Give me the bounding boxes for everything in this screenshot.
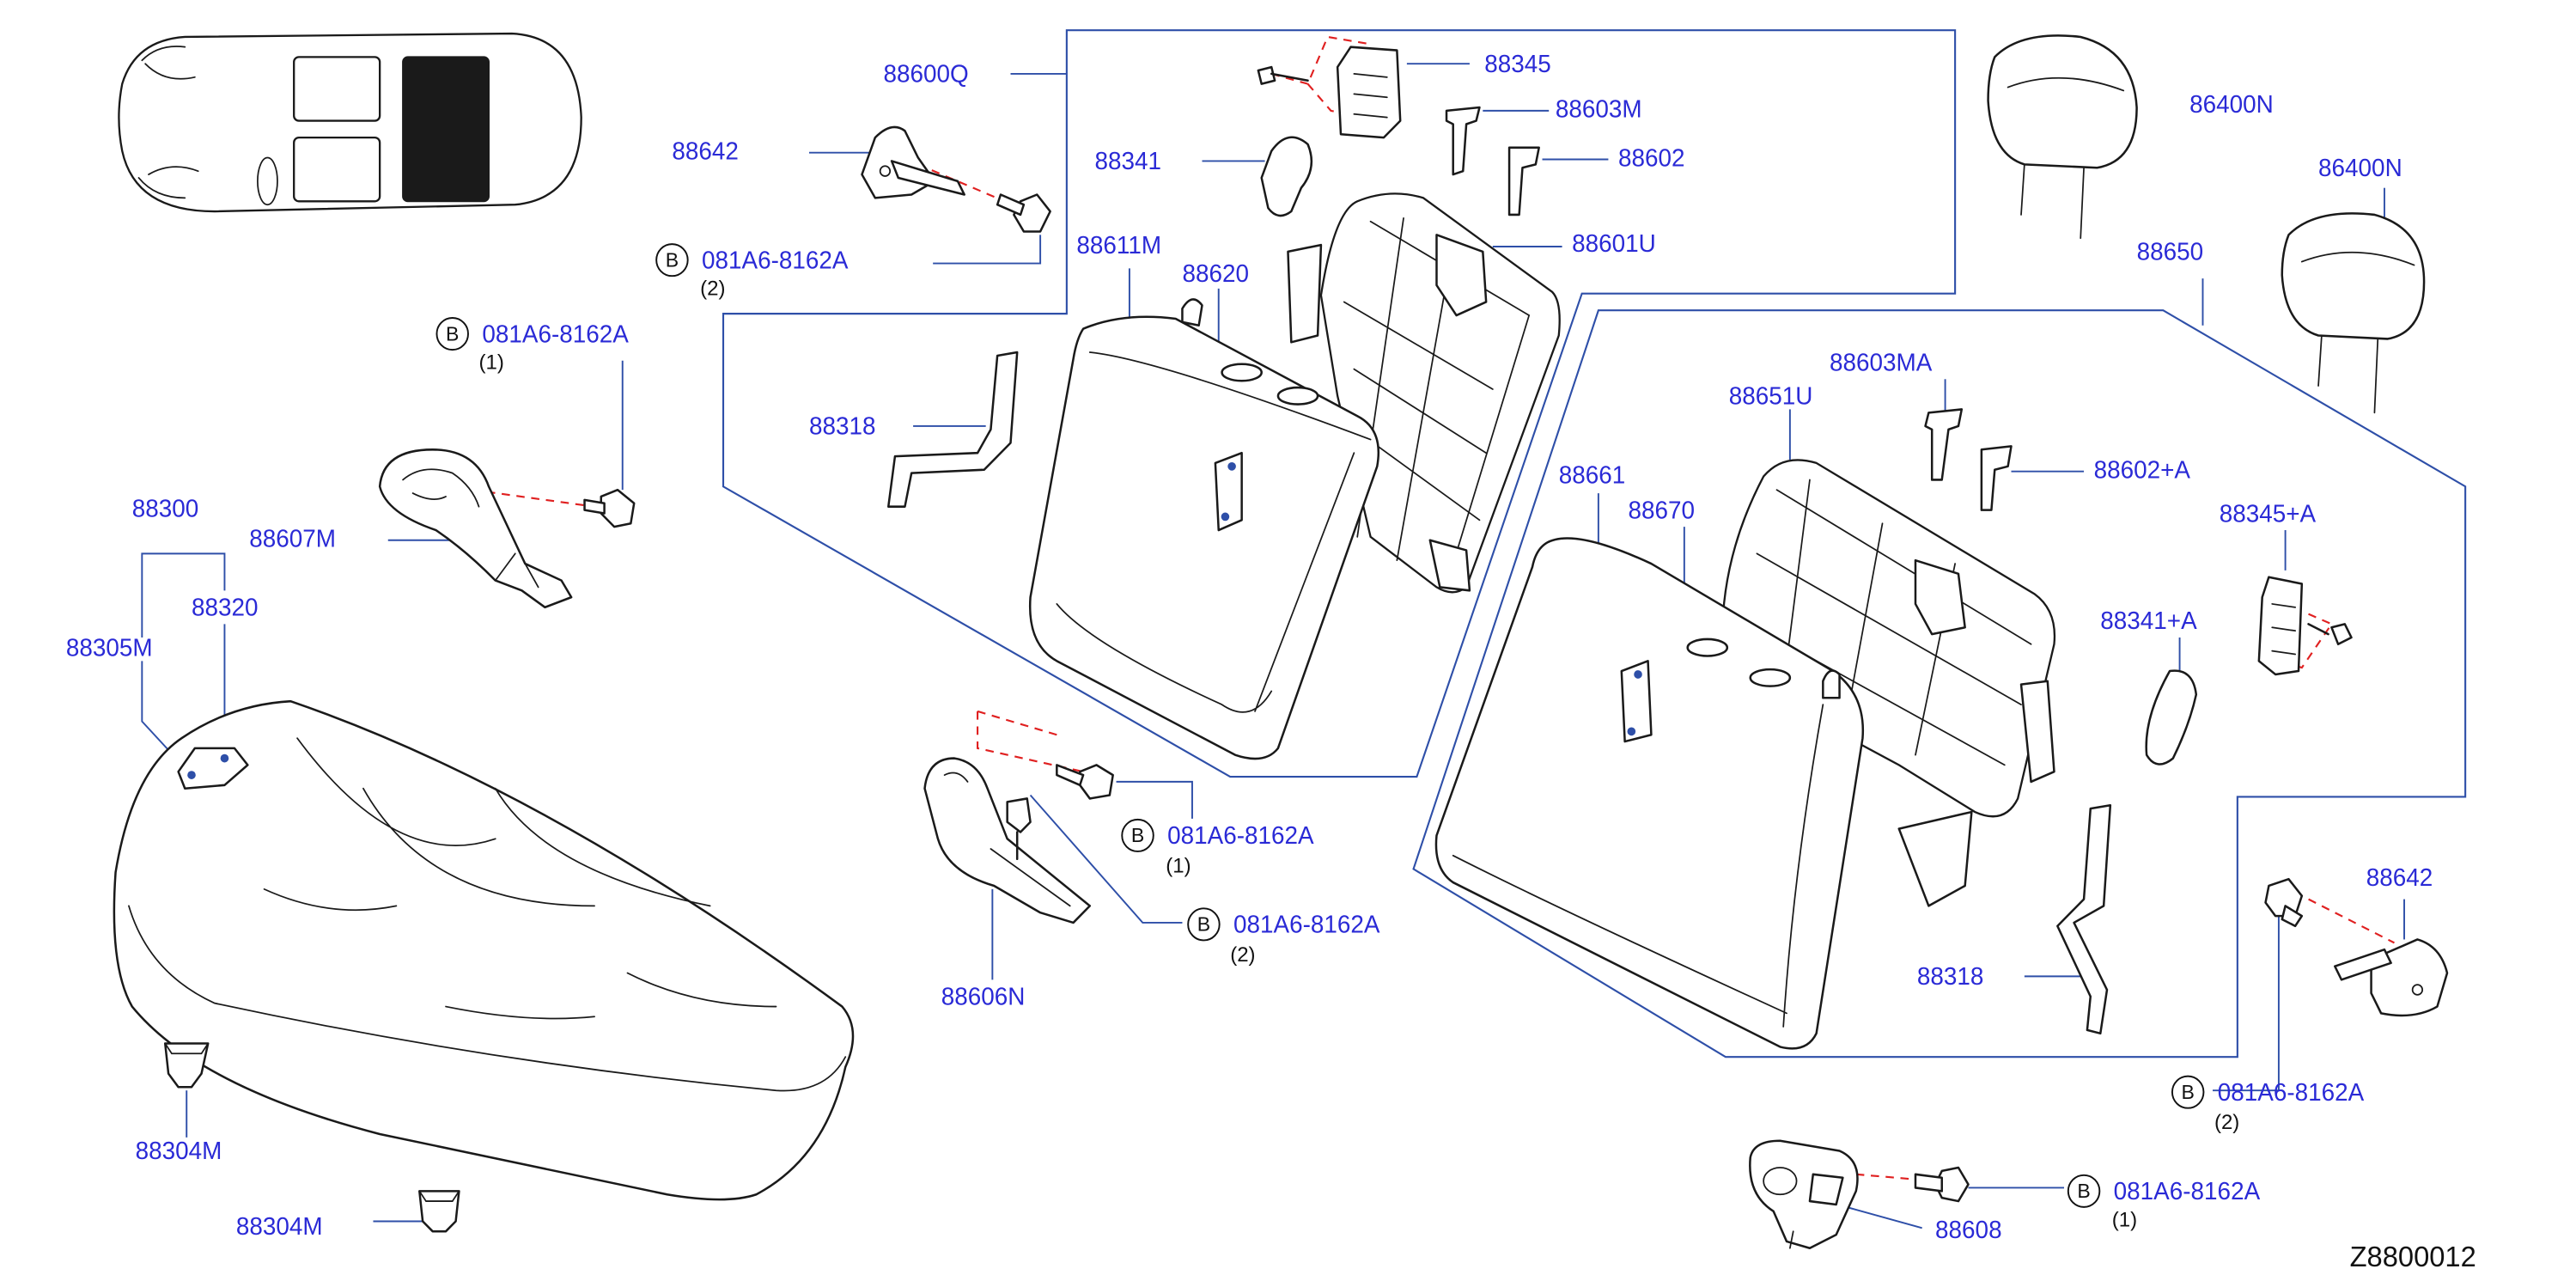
guide-88602 [1507, 146, 1540, 217]
part-label-88603MA: 88603MA [1830, 351, 1933, 378]
part-label-bolt-mid-left: 081A6-8162A [482, 321, 629, 350]
bolt-icon [1257, 65, 1309, 85]
headrest-86400N-icon [2281, 212, 2426, 414]
bolt-icon [1056, 764, 1114, 800]
part-label-88606N: 88606N [941, 985, 1026, 1012]
hinge-bracket-88642-left [861, 125, 965, 199]
hinge-88606N [923, 757, 1092, 924]
part-label-88661: 88661 [1558, 462, 1626, 491]
part-label-88608: 88608 [1935, 1217, 2002, 1245]
part-label-bolt-left-top: 081A6-8162A [702, 247, 849, 276]
part-label-88602A: 88602+A [2093, 458, 2191, 485]
part-label-88642-left: 88642 [672, 139, 739, 167]
clip-88304M-icon [418, 1190, 460, 1233]
guide-88602A [1980, 445, 2013, 511]
headrest-86400N-icon [1987, 34, 2138, 240]
bolt-icon [996, 193, 1051, 233]
vehicle-locator-icon [118, 32, 582, 213]
quantity-label: (2) [700, 277, 726, 301]
lock-88345 [1336, 46, 1402, 139]
seat-cushion-88300 [113, 699, 855, 1201]
quantity-label: (1) [478, 351, 504, 375]
part-label-bolt-center-2: 081A6-8162A [1233, 912, 1380, 940]
part-label-88318-left: 88318 [808, 414, 876, 442]
part-label-88345A: 88345+A [2219, 501, 2317, 529]
part-label-bolt-center-1: 081A6-8162A [1167, 823, 1314, 851]
part-label-88607M: 88607M [249, 527, 337, 554]
part-label-88304M: 88304M [135, 1138, 222, 1167]
part-label-88651U: 88651U [1728, 384, 1813, 412]
part-label-88601U: 88601U [1572, 231, 1656, 259]
part-label-88642-right: 88642 [2366, 865, 2433, 893]
quantity-label: (2) [1230, 943, 1256, 967]
part-label-bolt-right-1: 081A6-8162A [2217, 1080, 2365, 1107]
diagram-code: Z8800012 [2349, 1241, 2476, 1274]
part-label-88602: 88602 [1617, 145, 1685, 174]
striker-rod-88318-right [2056, 803, 2112, 1035]
part-label-88305M: 88305M [65, 636, 153, 663]
bolt-badge-icon: B [2067, 1174, 2101, 1208]
quantity-label: (2) [2214, 1110, 2240, 1134]
bolt-badge-icon: B [655, 243, 689, 278]
guide-88603M [1445, 106, 1481, 176]
striker-rod-88318-left [887, 351, 1019, 508]
part-label-88300: 88300 [131, 496, 199, 524]
hinge-88608 [1749, 1139, 1859, 1250]
part-label-88320: 88320 [191, 595, 259, 623]
part-label-88611M: 88611M [1076, 233, 1162, 260]
bolt-icon [2307, 623, 2353, 646]
part-label-bolt-right-2: 081A6-8162A [2113, 1179, 2261, 1206]
seatback-frame-88651U [1720, 459, 2056, 818]
bolt-badge-icon: B [435, 317, 469, 351]
bolt-icon [583, 488, 636, 528]
cover-88341 [1260, 136, 1313, 217]
bolt-badge-icon: B [1187, 907, 1221, 942]
part-label-88650: 88650 [2136, 240, 2204, 267]
clip-88304M-icon [163, 1042, 210, 1089]
part-label-88341: 88341 [1094, 149, 1162, 177]
part-label-88341A: 88341+A [2100, 608, 2197, 637]
seatback-88661 [1434, 537, 1973, 1050]
part-label-88304M: 88304M [235, 1214, 323, 1241]
seatback-frame-88601U [1287, 192, 1561, 594]
part-label-88603M: 88603M [1555, 97, 1642, 125]
part-label-86400N: 86400N [2318, 156, 2402, 183]
part-label-88670: 88670 [1628, 497, 1696, 526]
bolt-icon [1914, 1166, 1970, 1203]
hinge-88607M [378, 448, 573, 609]
seatback-88611M [1028, 298, 1380, 760]
part-label-88600Q: 88600Q [883, 62, 969, 89]
part-label-86400N: 86400N [2189, 92, 2274, 119]
hinge-bracket-88642-right [2334, 938, 2449, 1017]
lock-88345A [2257, 576, 2304, 676]
quantity-label: (1) [1166, 853, 1191, 878]
part-label-88620: 88620 [1182, 261, 1249, 289]
cover-88341A [2145, 669, 2198, 766]
part-label-88318-right: 88318 [1916, 964, 1984, 991]
seatback-left-boundary [722, 29, 1957, 778]
seatback-right-boundary [1412, 309, 2467, 1058]
part-label-88345: 88345 [1484, 52, 1551, 79]
bolt-badge-icon: B [1121, 818, 1154, 852]
quantity-label: (1) [2111, 1207, 2138, 1232]
bolt-icon [2264, 877, 2304, 928]
bolt-badge-icon: B [2171, 1075, 2205, 1109]
guide-88603MA [1924, 408, 1964, 481]
